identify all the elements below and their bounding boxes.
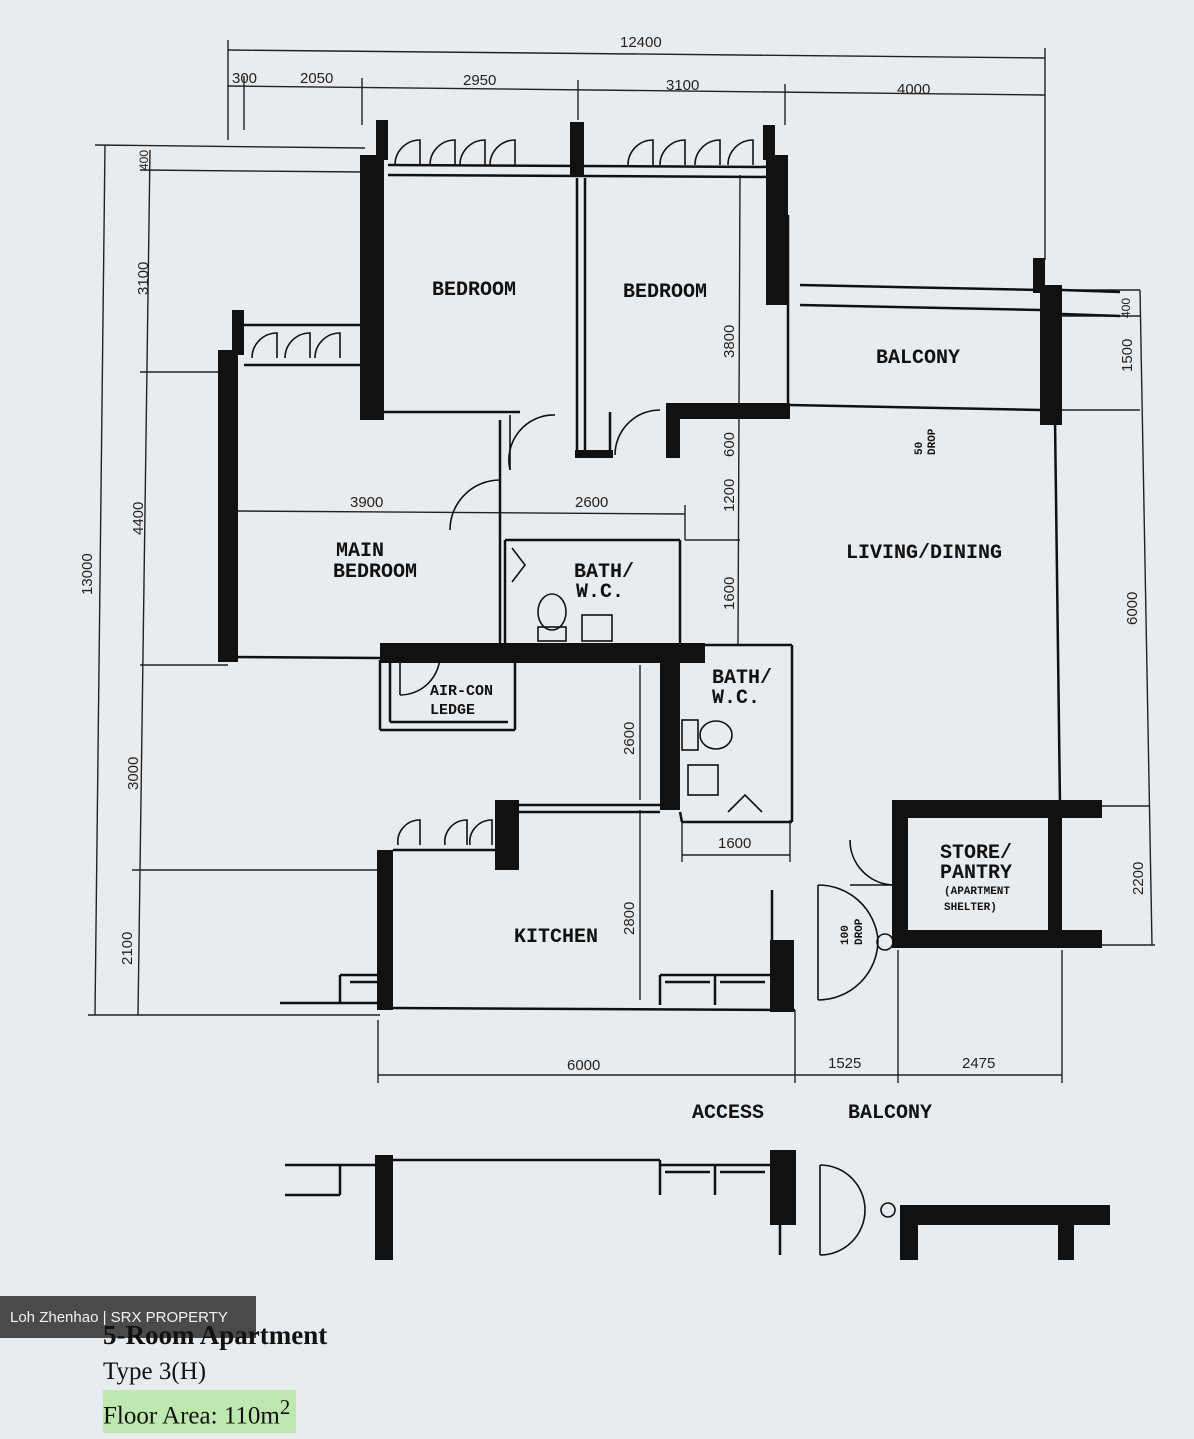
dim-inner-1600: 1600	[721, 577, 738, 610]
dim-inner-3900: 3900	[350, 494, 383, 511]
dim-bottom-2475: 2475	[962, 1055, 995, 1072]
main-bedroom-label: BEDROOM	[333, 561, 417, 584]
store-label: STORE/	[940, 842, 1012, 865]
dim-left-3100: 3100	[135, 262, 152, 295]
kitchen-label: KITCHEN	[514, 926, 598, 949]
dim-inner-1600-h: 1600	[718, 835, 751, 852]
dim-top-3100: 3100	[666, 77, 699, 94]
sink-icon	[581, 614, 613, 642]
access-label: ACCESS	[692, 1102, 764, 1125]
drop-label: 100	[840, 925, 852, 945]
dimension-lines	[88, 40, 1155, 1083]
dim-right-2200: 2200	[1130, 862, 1147, 895]
dim-right-1500: 1500	[1119, 339, 1136, 372]
floor-area: Floor Area: 110m2	[103, 1390, 297, 1434]
dim-top-total: 12400	[620, 34, 662, 51]
dim-bottom-1525: 1525	[828, 1055, 861, 1072]
dim-left-400: 400	[137, 150, 151, 170]
living-dining-label: LIVING/DINING	[846, 542, 1002, 565]
sink-icon	[687, 764, 719, 796]
balcony-label: BALCONY	[876, 347, 960, 370]
drop-label: 50	[914, 442, 926, 455]
bath-label: W.C.	[712, 687, 760, 710]
doors	[251, 139, 894, 1001]
plan-type: Type 3(H)	[103, 1358, 207, 1385]
aircon-ledge-label: LEDGE	[430, 702, 475, 719]
bedroom-label: BEDROOM	[623, 281, 707, 304]
dim-inner-2600: 2600	[575, 494, 608, 511]
dim-right-6000: 6000	[1124, 592, 1141, 625]
store-label: SHELTER)	[944, 902, 997, 914]
plan-title: 5-Room Apartment	[103, 1320, 328, 1350]
dim-inner-600: 600	[721, 432, 738, 457]
dim-bottom-6000: 6000	[567, 1057, 600, 1074]
floor-area-label: Floor Area:	[103, 1402, 224, 1430]
watermark: Loh Zhenhao | SRX PROPERTY	[0, 1296, 256, 1338]
dim-inner-2800: 2800	[621, 902, 638, 935]
dim-left-4400: 4400	[130, 502, 147, 535]
dim-inner-2600-v: 2600	[621, 722, 638, 755]
walls	[218, 120, 1121, 1012]
aircon-ledge-label: AIR-CON	[430, 683, 493, 700]
access-balcony-label: BALCONY	[848, 1102, 932, 1125]
floor-area-unit-sup: 2	[279, 1395, 291, 1419]
caption: 5-Room Apartment Type 3(H) Floor Area: 1…	[103, 1316, 328, 1434]
drop-label: DROP	[927, 428, 939, 455]
dim-left-3000: 3000	[125, 757, 142, 790]
drop-label: DROP	[854, 918, 866, 945]
dim-inner-1200: 1200	[721, 479, 738, 512]
dim-top-4000: 4000	[897, 81, 930, 98]
dim-right-400: 400	[1119, 298, 1133, 318]
dimension-labels: 12400 300 2050 2950 3100 4000 13000 400 …	[79, 34, 1147, 1074]
toilet-icon	[699, 720, 733, 750]
floor-area-value: 110m	[223, 1402, 280, 1430]
main-bedroom-label: MAIN	[336, 540, 384, 563]
room-labels: BEDROOM BEDROOM BALCONY MAIN BEDROOM LIV…	[333, 279, 1012, 1125]
toilet-icon	[537, 593, 567, 631]
dim-top-2050: 2050	[300, 70, 333, 87]
dim-inner-3800: 3800	[721, 325, 738, 358]
store-label: (APARTMENT	[944, 886, 1010, 898]
dim-left-total: 13000	[79, 553, 96, 595]
bath-label: BATH/	[574, 561, 634, 584]
fixtures	[285, 593, 1110, 1260]
dim-left-2100: 2100	[119, 932, 136, 965]
bath-label: W.C.	[576, 581, 624, 604]
store-label: PANTRY	[940, 862, 1012, 885]
bath-label: BATH/	[712, 667, 772, 690]
dim-top-300: 300	[232, 70, 257, 87]
bedroom-label: BEDROOM	[432, 279, 516, 302]
dim-top-2950: 2950	[463, 72, 496, 89]
